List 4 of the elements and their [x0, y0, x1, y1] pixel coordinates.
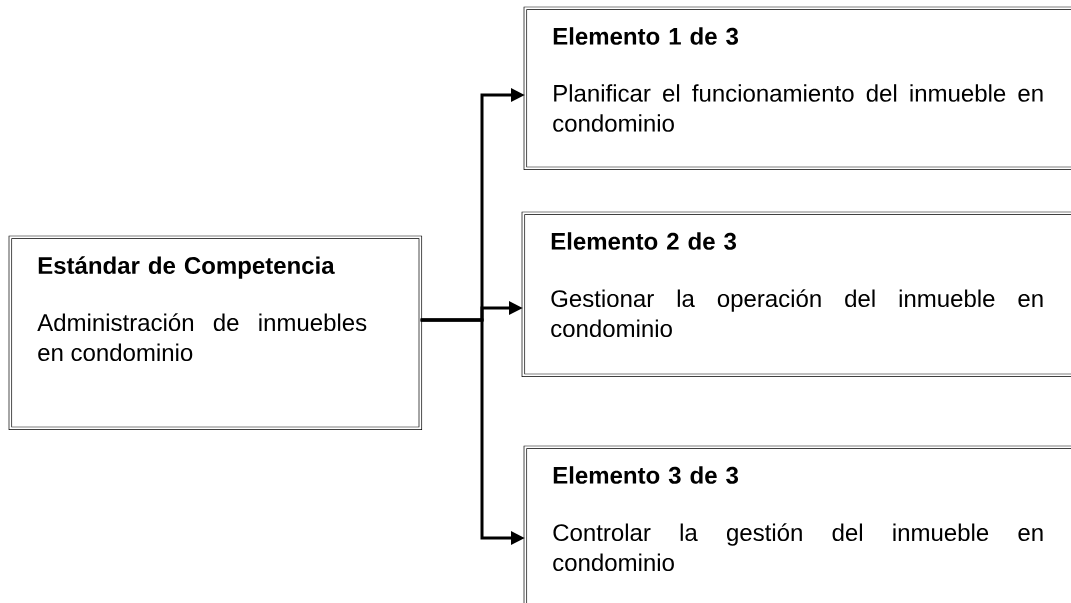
text-box: Estándar de Competencia Administración de inmuebles en condominio — [8, 235, 423, 431]
text-box: Elemento 1 de 3 Planificar el funcionamiento del inmueble en condominio — [523, 6, 1071, 171]
text-box: Elemento 2 de 3 Gestionar la operación del inmueble en condominio — [521, 211, 1071, 378]
text-box: Elemento 3 de 3 Controlar la gestión del inmueble en condominio — [523, 445, 1071, 603]
